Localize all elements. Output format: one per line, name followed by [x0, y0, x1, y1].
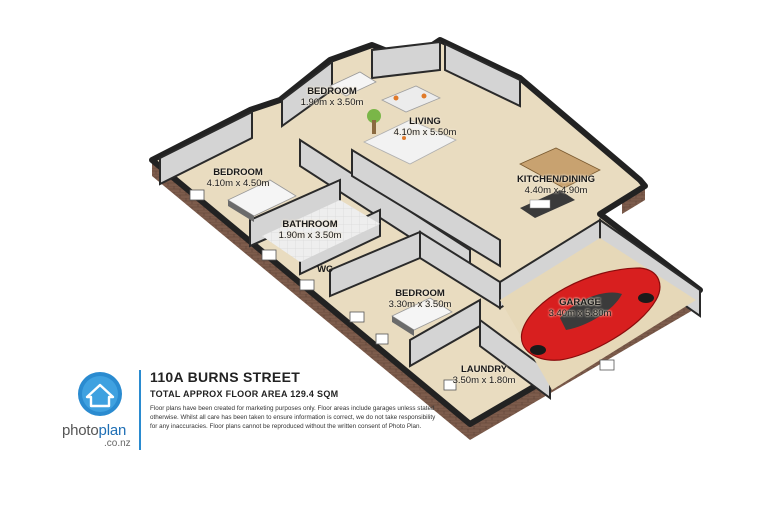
room-label-bathroom: BATHROOM 1.90m x 3.50m	[279, 219, 342, 241]
room-name: LIVING	[409, 116, 441, 127]
brand-main: photo	[62, 422, 99, 439]
room-name: LAUNDRY	[460, 364, 508, 375]
room-dimensions: 4.10m x 5.50m	[393, 127, 457, 138]
room-label-bedroom-top: BEDROOM 1.90m x 3.50m	[301, 86, 364, 108]
kitchen-furniture	[519, 147, 601, 218]
room-dimensions: 3.30m x 3.50m	[388, 299, 452, 310]
room-name: BEDROOM	[395, 288, 445, 299]
room-name: BEDROOM	[213, 167, 263, 178]
property-address: 110A BURNS STREET	[150, 369, 301, 385]
bed-left	[227, 179, 297, 222]
bed-top	[329, 71, 377, 97]
car-icon	[520, 267, 661, 361]
room-label-wc: WC	[317, 264, 333, 275]
room-dimensions: 3.40m x 5.80m	[548, 308, 612, 319]
footer-divider	[139, 370, 141, 450]
brand-accent: plan	[98, 422, 127, 439]
bathroom-floor	[262, 200, 380, 262]
windows	[189, 189, 615, 391]
brand-domain: .co.nz	[104, 438, 131, 449]
room-dimensions: 4.40m x 4.90m	[524, 185, 588, 196]
room-dimensions: 1.90m x 3.50m	[300, 97, 364, 108]
room-name: KITCHEN/DINING	[516, 174, 596, 185]
room-label-laundry: LAUNDRY 3.50m x 1.80m	[453, 364, 516, 386]
bed-mid	[391, 297, 453, 336]
room-label-kitchen: KITCHEN/DINING 4.40m x 4.90m	[517, 174, 595, 196]
room-label-garage: GARAGE 3.40m x 5.80m	[549, 297, 612, 319]
room-label-bedroom-mid: BEDROOM 3.30m x 3.50m	[389, 288, 452, 310]
room-dimensions: 1.90m x 3.50m	[278, 230, 342, 241]
total-floor-area: TOTAL APPROX FLOOR AREA 129.4 SQM	[150, 389, 339, 399]
brand-wordmark: photoplan	[62, 422, 126, 439]
living-furniture	[363, 85, 457, 165]
room-label-living: LIVING 4.10m x 5.50m	[394, 116, 457, 138]
room-name: GARAGE	[559, 297, 601, 308]
room-dimensions: 3.50m x 1.80m	[452, 375, 516, 386]
disclaimer-text: Floor plans have been created for market…	[150, 405, 436, 430]
room-label-bedroom-left: BEDROOM 4.10m x 4.50m	[207, 167, 270, 189]
room-dimensions: 4.10m x 4.50m	[206, 178, 270, 189]
house-icon	[78, 372, 122, 416]
room-name: BEDROOM	[307, 86, 357, 97]
room-name: BATHROOM	[282, 219, 338, 230]
